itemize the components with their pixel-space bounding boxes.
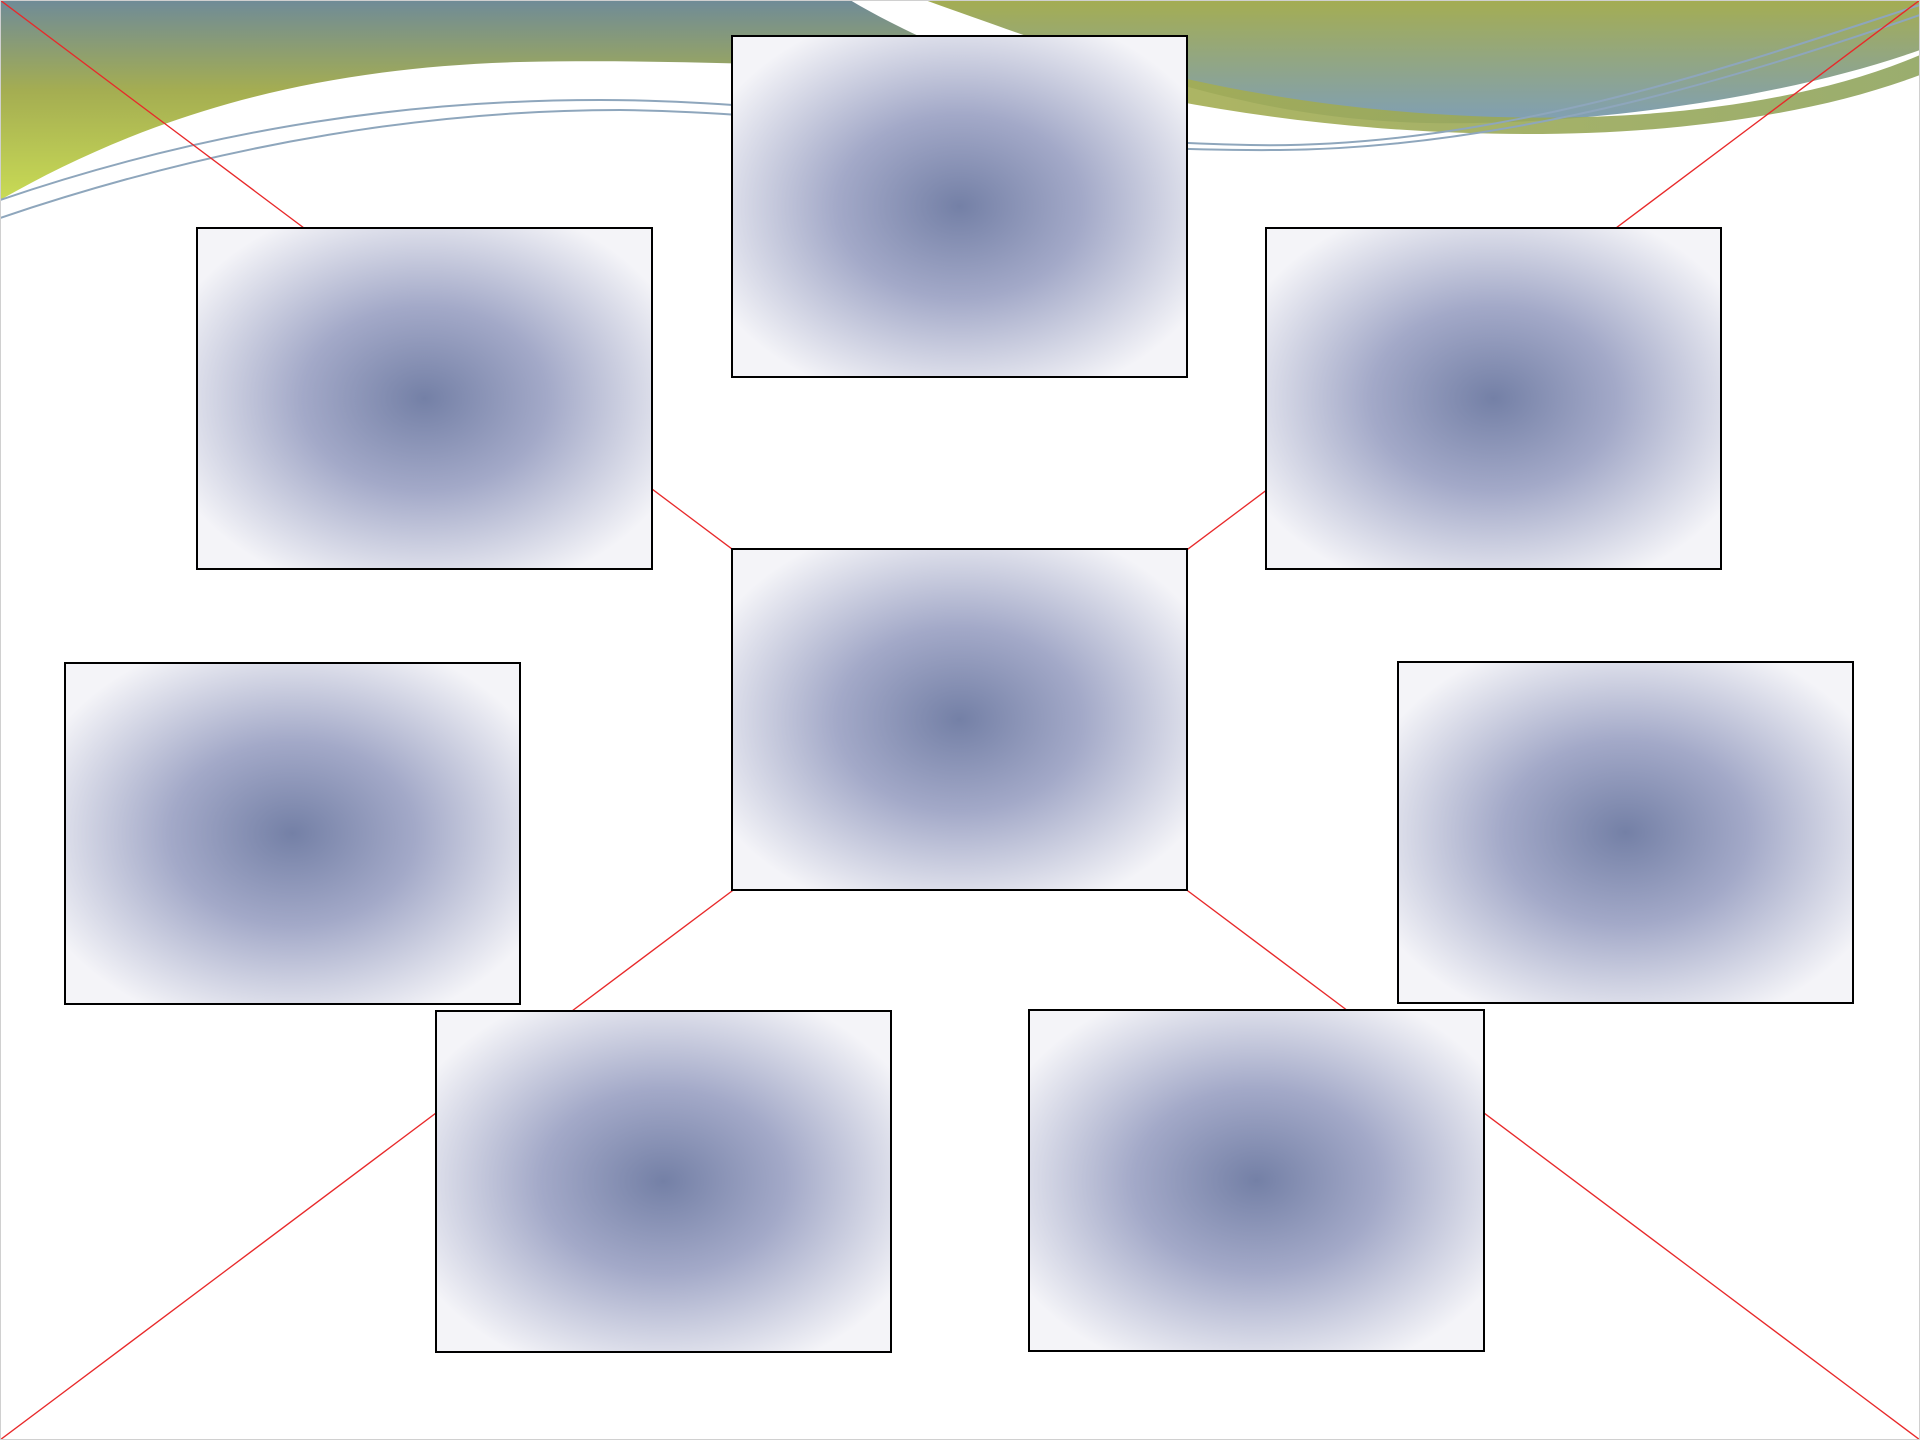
picture-placeholder-lower-right[interactable] [1029, 1010, 1484, 1351]
picture-placeholders [65, 36, 1853, 1352]
picture-placeholder-top-center[interactable] [732, 36, 1187, 377]
picture-placeholder-middle-left[interactable] [65, 663, 520, 1004]
picture-placeholder-upper-right[interactable] [1266, 228, 1721, 569]
picture-placeholder-center[interactable] [732, 549, 1187, 890]
picture-placeholder-lower-left[interactable] [436, 1011, 891, 1352]
picture-placeholder-middle-right[interactable] [1398, 662, 1853, 1003]
picture-placeholder-upper-left[interactable] [197, 228, 652, 569]
